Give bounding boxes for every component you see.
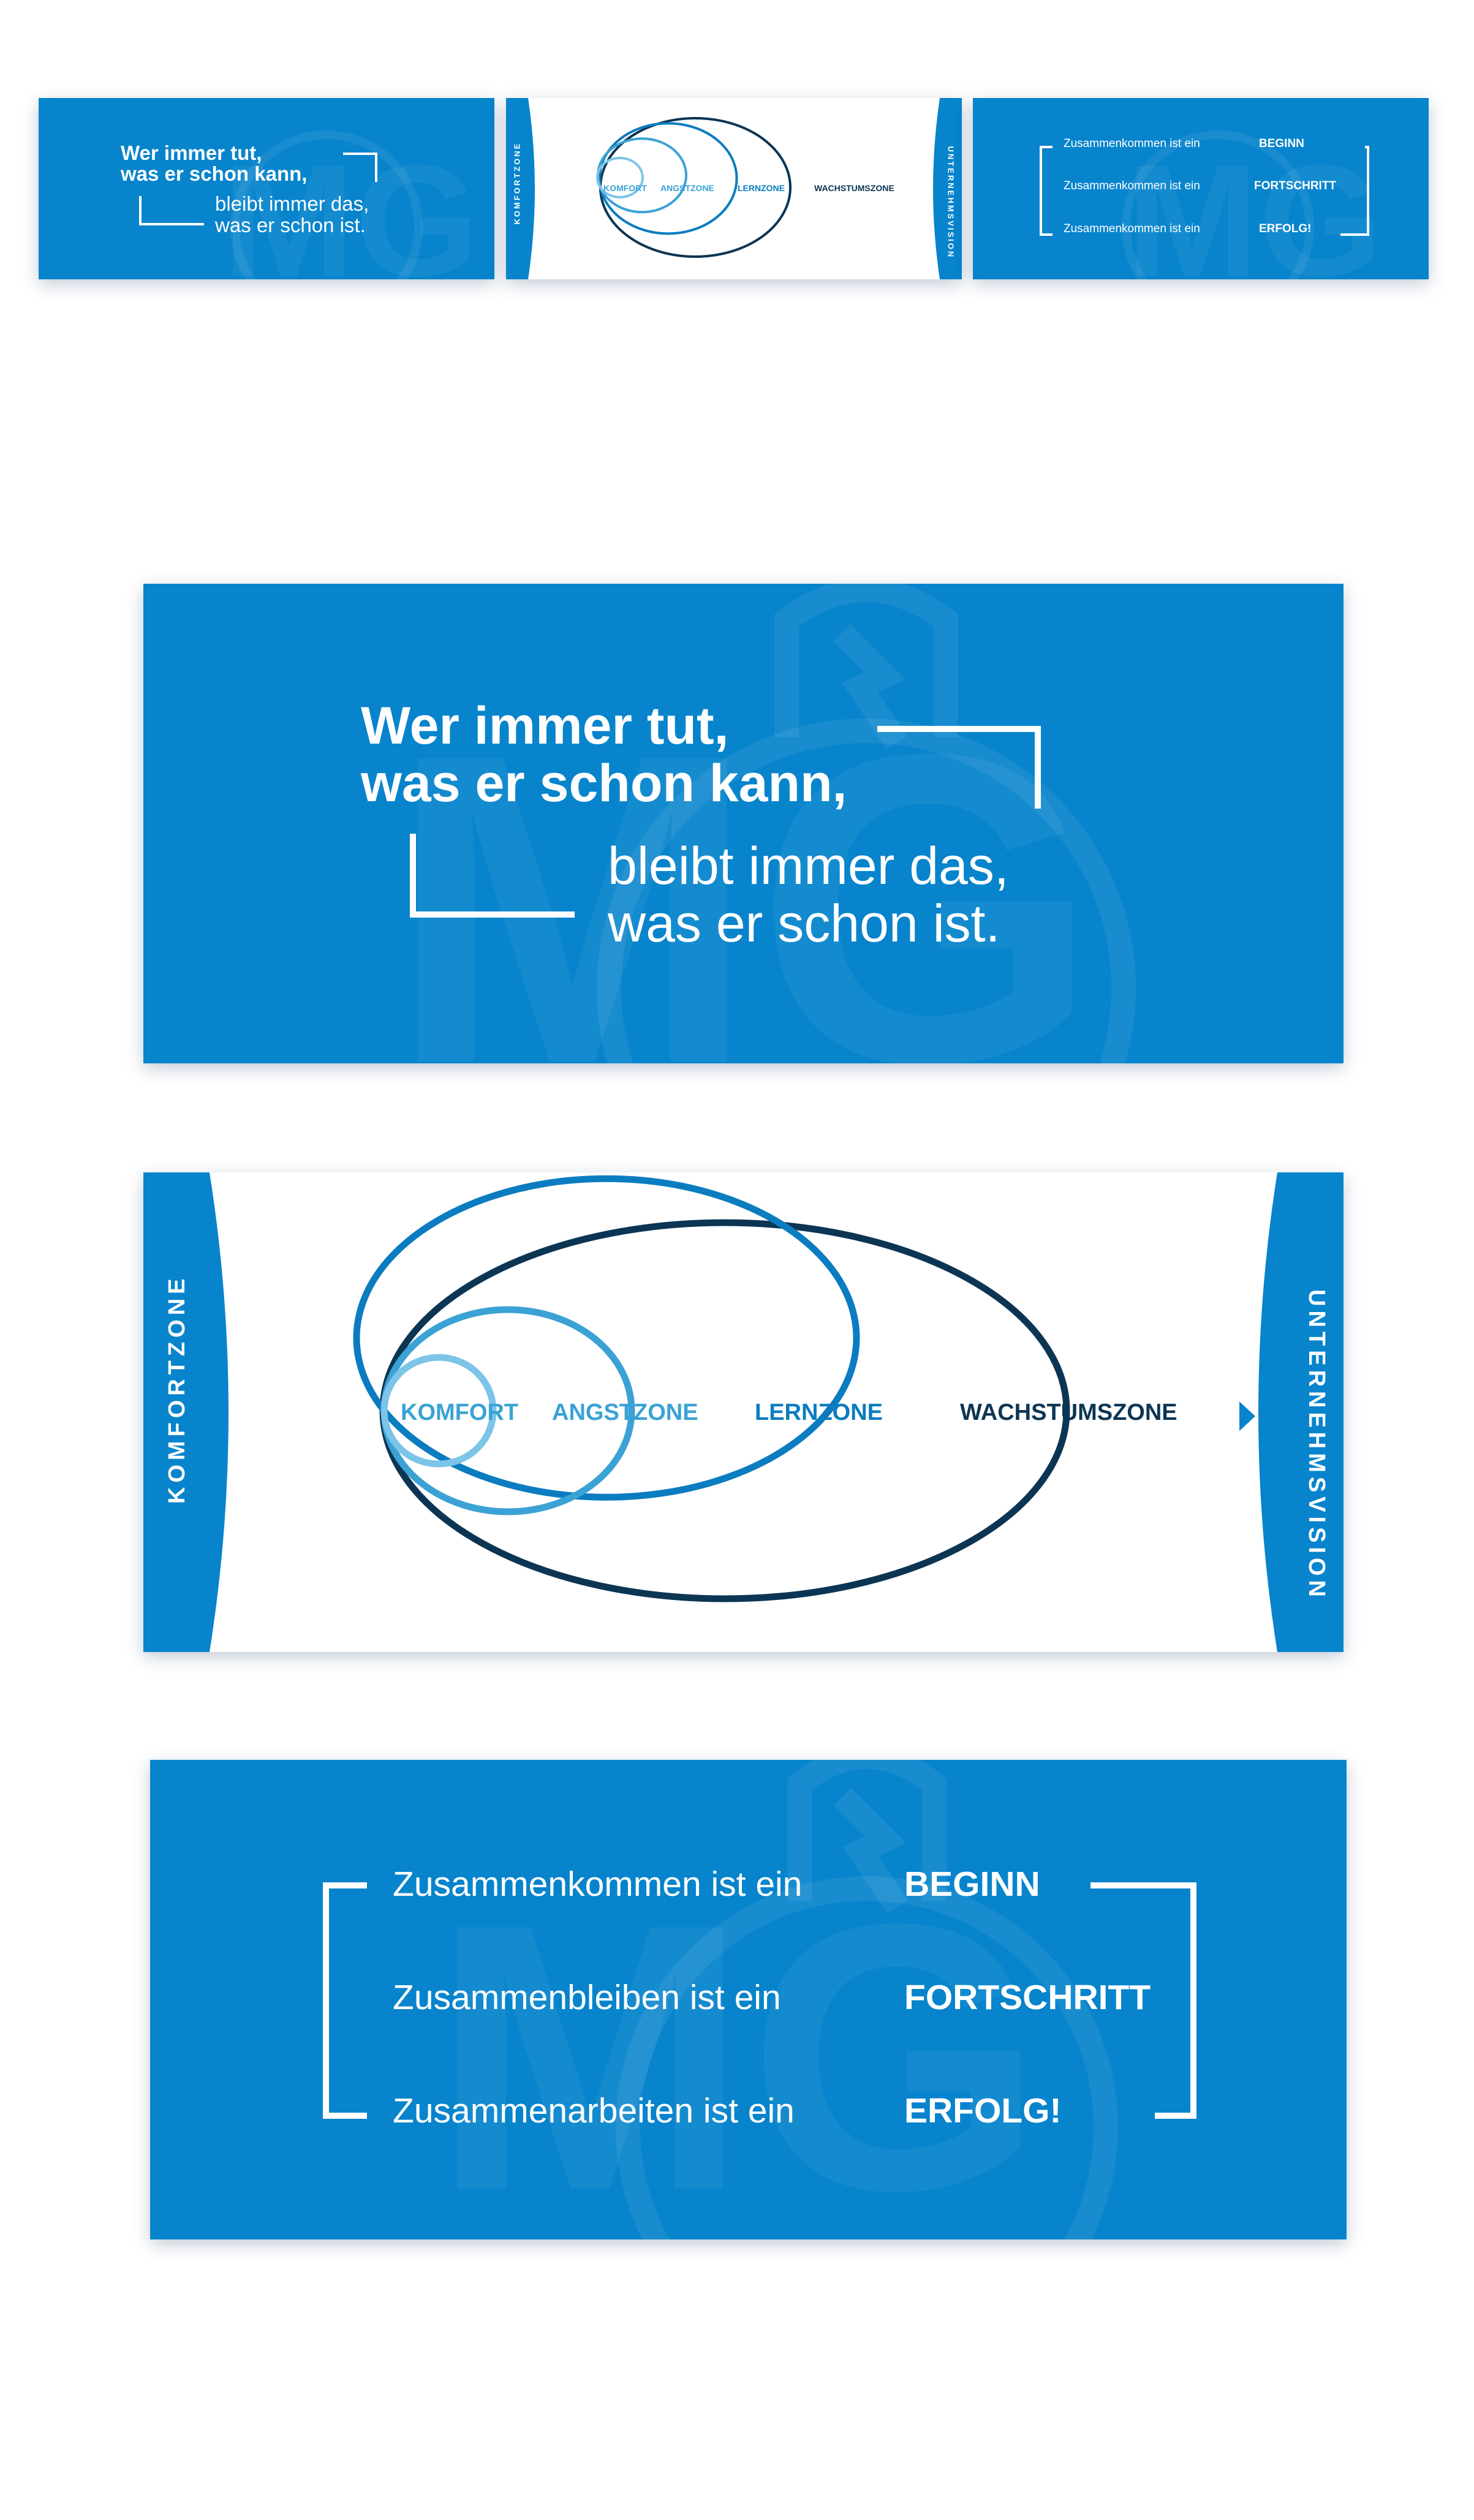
zone-ring-komfort bbox=[380, 1354, 497, 1468]
thumb-quote-banner: MG Wer immer tut, was er schon kann, ble… bbox=[39, 98, 494, 279]
right-vertical-label: UNTERNEHMSVISION bbox=[1304, 1289, 1329, 1601]
zone-label-lern: LERNZONE bbox=[755, 1400, 883, 1425]
left-side-band bbox=[143, 1172, 229, 1652]
quote-line-2: was er schon kann, bbox=[121, 162, 308, 185]
thumb-motto-prefix-3: Zusammenkommen ist ein bbox=[1064, 222, 1200, 235]
thumb-zone-label-wachstum: WACHSTUMSZONE bbox=[814, 183, 894, 193]
thumb-zones-banner: KOMFORT ANGSTZONE LERNZONE WACHSTUMSZONE… bbox=[506, 98, 962, 279]
motto-highlight-3: ERFOLG! bbox=[904, 2091, 1062, 2130]
motto-bracket-frame bbox=[1040, 146, 1369, 236]
quote-line-4: was er schon ist. bbox=[608, 894, 1000, 953]
quote-bracket-frame bbox=[139, 153, 377, 225]
motto-banner: MG Zusammenkommen ist ein BEGINN Zusamme… bbox=[150, 1760, 1347, 2239]
zones-banner: KOMFORT ANGSTZONE LERNZONE WACHSTUMSZONE… bbox=[143, 1172, 1344, 1652]
thumb-motto-banner: MG Zusammenkommen ist ein BEGINN Zusamme… bbox=[973, 98, 1429, 279]
svg-text:MG: MG bbox=[1126, 132, 1383, 279]
zone-label-wachstum: WACHSTUMSZONE bbox=[960, 1400, 1177, 1425]
quote-line-1: Wer immer tut, bbox=[361, 696, 729, 755]
quote-banner: MG Wer immer tut, was er schon kann, ble… bbox=[143, 584, 1344, 1063]
thumb-motto-prefix-1: Zusammenkommen ist ein bbox=[1064, 137, 1200, 150]
zone-ring-angst bbox=[380, 1306, 635, 1515]
motto-prefix-2: Zusammenbleiben ist ein bbox=[393, 1978, 781, 2017]
watermark-logo-icon: MG bbox=[388, 584, 1136, 1063]
zones-diagram: KOMFORT ANGSTZONE LERNZONE WACHSTUMSZONE bbox=[143, 1172, 1344, 1652]
zone-ring-lern bbox=[353, 1175, 860, 1501]
left-vertical-label: KOMFORTZONE bbox=[164, 1274, 190, 1504]
thumb-motto-highlight-2: FORTSCHRITT bbox=[1254, 179, 1337, 192]
watermark-logo-icon: MG bbox=[222, 130, 479, 279]
arrow-pointer-icon bbox=[1239, 1401, 1255, 1431]
quote-line-3: bleibt immer das, bbox=[608, 837, 1009, 896]
quote-bracket-frame bbox=[410, 726, 1041, 918]
zone-label-komfort: KOMFORT bbox=[401, 1400, 518, 1425]
thumb-zone-label-komfort: KOMFORT bbox=[603, 183, 647, 193]
thumb-motto-highlight-3: ERFOLG! bbox=[1259, 222, 1312, 235]
thumb-motto-prefix-2: Zusammenkommen ist ein bbox=[1064, 179, 1200, 192]
motto-highlight-2: FORTSCHRITT bbox=[904, 1978, 1151, 2017]
motto-prefix-1: Zusammenkommen ist ein bbox=[393, 1865, 803, 1904]
thumb-zones-diagram: KOMFORT ANGSTZONE LERNZONE WACHSTUMSZONE bbox=[506, 98, 962, 279]
thumb-zone-label-angst: ANGSTZONE bbox=[660, 183, 714, 193]
motto-highlight-1: BEGINN bbox=[904, 1865, 1040, 1904]
quote-line-1: Wer immer tut, bbox=[121, 141, 262, 164]
thumb-right-vertical-label: UNTERNEHMSVISION bbox=[946, 146, 956, 259]
motto-prefix-3: Zusammenarbeiten ist ein bbox=[393, 2091, 795, 2130]
right-side-band bbox=[1258, 1172, 1344, 1652]
quote-line-4: was er schon ist. bbox=[215, 214, 366, 236]
zone-label-angst: ANGSTZONE bbox=[552, 1400, 698, 1425]
quote-line-2: was er schon kann, bbox=[361, 754, 847, 813]
watermark-logo-icon: MG bbox=[1122, 130, 1383, 279]
thumb-zone-label-lern: LERNZONE bbox=[738, 183, 785, 193]
quote-line-3: bleibt immer das, bbox=[215, 192, 369, 215]
thumb-left-vertical-label: KOMFORTZONE bbox=[512, 141, 522, 225]
thumb-motto-highlight-1: BEGINN bbox=[1259, 137, 1304, 150]
